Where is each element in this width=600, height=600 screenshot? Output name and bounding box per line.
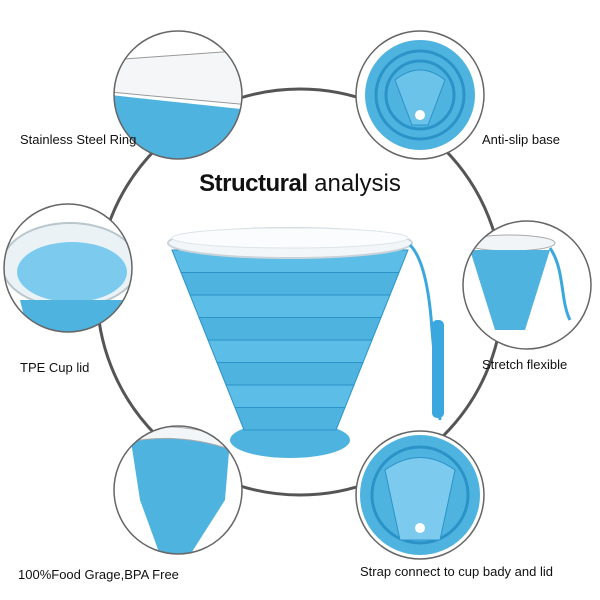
label-stretch: Stretch flexible xyxy=(482,357,568,372)
label-lid: TPE Cup lid xyxy=(20,360,90,375)
label-food-grade: 100%Food Grage,BPA Free xyxy=(18,567,179,582)
cup-base xyxy=(230,422,350,458)
title-bold: Structural xyxy=(199,170,308,197)
cup-band xyxy=(207,339,373,363)
label-anti-slip: Anti-slip base xyxy=(482,132,561,147)
lid-image xyxy=(4,204,132,332)
cup-band xyxy=(180,272,400,296)
cup-band xyxy=(216,362,364,386)
cup-band xyxy=(189,294,391,318)
cup-band xyxy=(225,384,355,408)
cup-band xyxy=(198,317,382,341)
cup-band xyxy=(234,407,346,431)
main-cup-image xyxy=(167,227,444,458)
title-rest: analysis xyxy=(307,170,401,197)
food-grade-image xyxy=(114,426,242,554)
anti-slip-base-image xyxy=(356,31,484,159)
page-title: Structural analysis xyxy=(0,170,600,198)
strap-image xyxy=(356,431,484,559)
label-strap: Strap connect to cup bady and lid xyxy=(360,564,553,579)
label-steel-ring: Stainless Steel Ring xyxy=(20,132,137,147)
stretch-image xyxy=(463,221,591,349)
